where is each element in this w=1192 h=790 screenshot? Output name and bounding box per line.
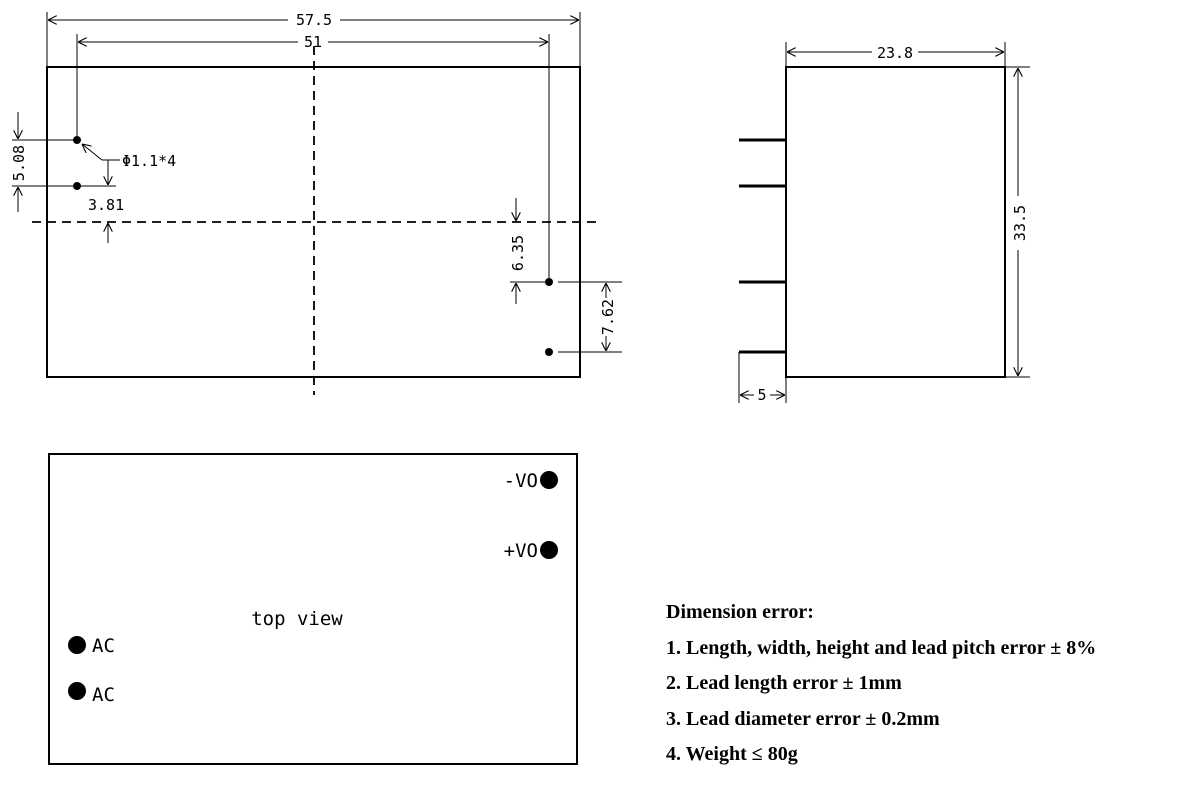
pin-dot xyxy=(540,541,558,559)
dim-label-pin-span: 51 xyxy=(304,33,322,51)
dimension-pin-offset-right: 6.35 xyxy=(509,198,545,304)
pin-hole xyxy=(73,182,81,190)
pin-pos-vo: +VO xyxy=(504,540,558,562)
dim-label-lead-length: 5 xyxy=(757,386,766,404)
side-view-outline xyxy=(785,66,1006,378)
pin-dot xyxy=(68,636,86,654)
pin-hole xyxy=(545,278,553,286)
side-view: 23.8 33.5 5 xyxy=(738,42,1030,404)
pin-label-ac-1: AC xyxy=(92,635,115,657)
note-item: 3. Lead diameter error ± 0.2mm xyxy=(666,707,940,730)
pin-ac-1: AC xyxy=(68,635,115,657)
dimension-total-length: 57.5 xyxy=(46,11,581,67)
dimension-lead-length: 5 xyxy=(738,352,787,404)
dim-label-pin-diameter: Φ1.1*4 xyxy=(122,152,176,170)
note-item: 1. Length, width, height and lead pitch … xyxy=(666,636,1097,659)
front-view: 57.5 51 5.08 Φ1.1*4 3 xyxy=(10,11,622,395)
pin-dot xyxy=(540,471,558,489)
dimension-pin-spacing: 5.08 xyxy=(10,112,73,212)
pin-label-ac-2: AC xyxy=(92,684,115,706)
pin-hole xyxy=(73,136,81,144)
dimension-pin-diameter: Φ1.1*4 xyxy=(82,144,176,170)
dim-label-pin-offset-right: 6.35 xyxy=(509,235,527,271)
dim-label-pin-offset-y: 3.81 xyxy=(88,196,124,214)
dim-label-pin-spacing: 5.08 xyxy=(10,145,28,181)
dimension-notes: Dimension error: 1. Length, width, heigh… xyxy=(666,598,1096,776)
dim-label-width: 23.8 xyxy=(877,44,913,62)
pin-hole xyxy=(545,348,553,356)
dimension-height: 33.5 xyxy=(1005,66,1030,378)
dim-label-total-length: 57.5 xyxy=(296,11,332,29)
dimension-pin-span: 51 xyxy=(76,33,550,278)
note-item: 2. Lead length error ± 1mm xyxy=(666,672,902,694)
pin-label-neg-vo: -VO xyxy=(504,470,538,492)
dim-label-pin-spacing-right: 7.62 xyxy=(599,299,617,335)
dimension-width: 23.8 xyxy=(785,42,1006,67)
notes-heading: Dimension error: xyxy=(666,601,814,623)
pin-label-pos-vo: +VO xyxy=(504,540,538,562)
pin-ac-2: AC xyxy=(68,682,115,706)
note-item: 4. Weight ≤ 80g xyxy=(666,743,798,765)
dim-label-height: 33.5 xyxy=(1011,205,1029,241)
top-view-outline xyxy=(48,453,578,765)
pin-neg-vo: -VO xyxy=(504,470,558,492)
pin-dot xyxy=(68,682,86,700)
dimension-pin-spacing-right: 7.62 xyxy=(558,281,622,353)
top-view: top view -VO +VO AC AC xyxy=(48,453,578,765)
dimension-pin-offset-y: 3.81 xyxy=(80,160,124,243)
top-view-title: top view xyxy=(251,608,343,630)
